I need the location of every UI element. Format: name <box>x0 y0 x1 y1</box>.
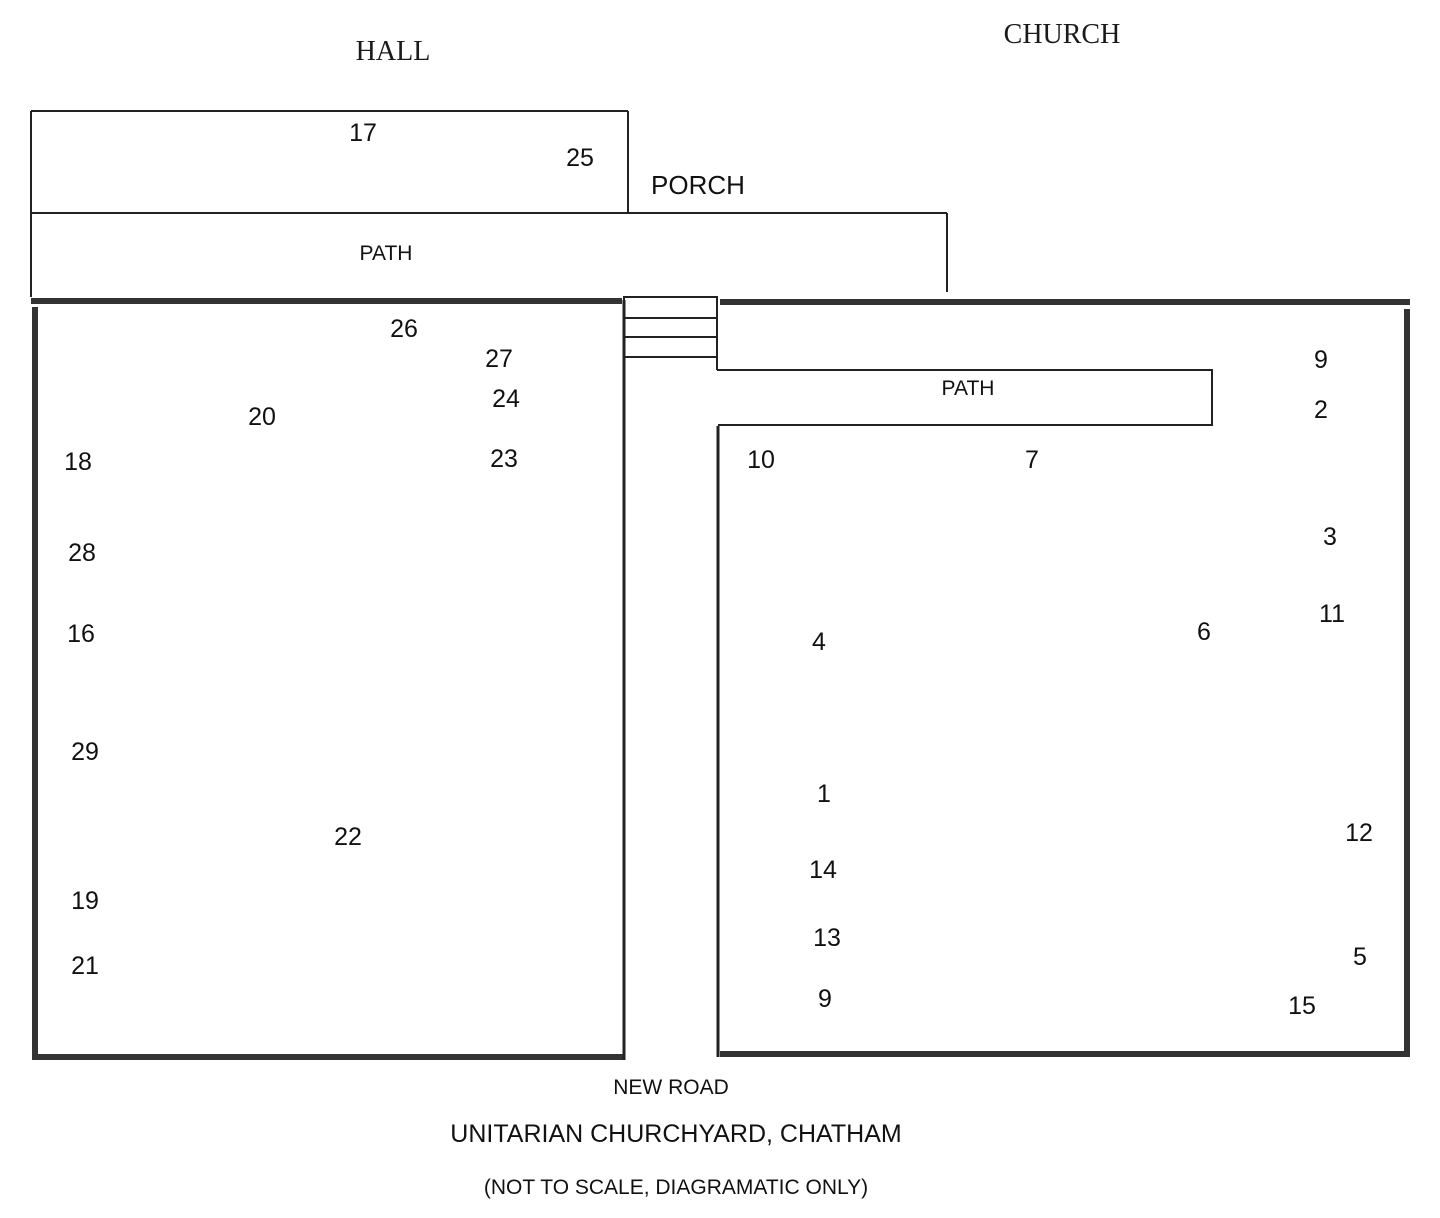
right-yard-walls <box>716 299 1410 1057</box>
top-path-outline <box>30 212 948 297</box>
grave-number: 1 <box>817 780 831 808</box>
grave-number: 20 <box>248 403 276 431</box>
grave-number: 12 <box>1345 819 1373 847</box>
grave-number: 29 <box>71 738 99 766</box>
grave-number: 28 <box>68 539 96 567</box>
grave-number: 16 <box>67 620 95 648</box>
new-road-label: NEW ROAD <box>613 1076 729 1099</box>
grave-number: 9 <box>1314 346 1328 374</box>
grave-number: 2 <box>1314 396 1328 424</box>
grave-number: 6 <box>1197 618 1211 646</box>
path-label-top: PATH <box>360 242 413 265</box>
grave-number: 4 <box>812 628 826 656</box>
grave-number: 19 <box>71 887 99 915</box>
grave-number: 17 <box>349 119 377 147</box>
left-yard-grave-numbers: 26 27 24 20 23 18 28 16 29 22 19 21 <box>64 315 520 980</box>
grave-number: 3 <box>1323 523 1337 551</box>
porch-label: PORCH <box>651 170 745 200</box>
hall-grave-numbers: 17 25 <box>349 119 594 172</box>
grave-number: 9 <box>818 985 832 1013</box>
grave-number: 27 <box>485 345 513 373</box>
grave-number: 11 <box>1319 600 1345 628</box>
grave-number: 7 <box>1025 446 1039 474</box>
grave-number: 22 <box>334 823 362 851</box>
grave-number: 18 <box>64 448 92 476</box>
right-path-outline <box>716 357 1213 426</box>
grave-number: 24 <box>492 385 520 413</box>
path-label-right: PATH <box>942 377 995 400</box>
hall-label: HALL <box>356 36 431 67</box>
map-title: UNITARIAN CHURCHYARD, CHATHAM <box>450 1120 901 1148</box>
grave-number: 10 <box>747 446 775 474</box>
church-label: CHURCH <box>1004 19 1121 50</box>
grave-number: 15 <box>1288 992 1316 1020</box>
grave-number: 25 <box>566 144 594 172</box>
grave-number: 21 <box>71 952 99 980</box>
entrance-steps <box>623 296 718 358</box>
left-yard-walls <box>31 298 626 1060</box>
hall-outline <box>30 110 629 213</box>
grave-number: 13 <box>813 924 841 952</box>
right-yard-grave-numbers: 9 2 10 7 3 11 6 4 1 12 14 13 5 9 15 <box>747 346 1373 1020</box>
grave-number: 14 <box>809 856 837 884</box>
grave-number: 23 <box>490 445 518 473</box>
map-subtitle: (NOT TO SCALE, DIAGRAMATIC ONLY) <box>484 1176 868 1199</box>
grave-number: 26 <box>390 315 418 343</box>
grave-number: 5 <box>1353 943 1367 971</box>
